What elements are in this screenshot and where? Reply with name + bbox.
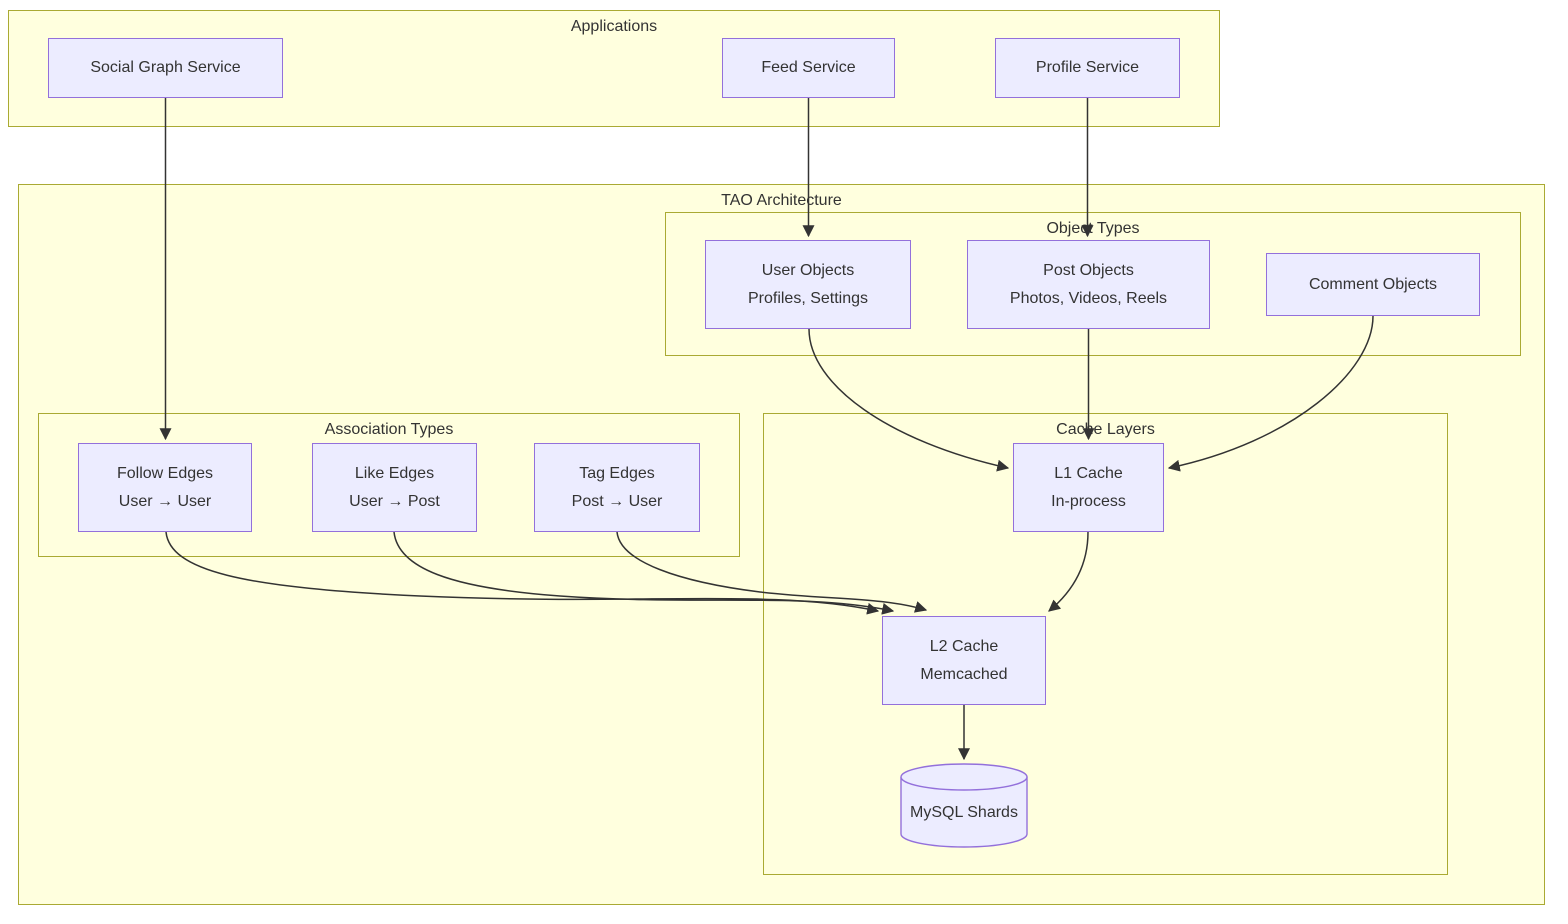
node-comment-objects: Comment Objects bbox=[1266, 253, 1480, 316]
node-tag-edges-sublabel: Post → User bbox=[571, 492, 663, 510]
node-follow-edges: Follow Edges User → User bbox=[78, 443, 252, 532]
node-feed-service-label: Feed Service bbox=[761, 59, 856, 76]
node-comment-objects-label: Comment Objects bbox=[1308, 275, 1438, 293]
node-post-objects: Post Objects Photos, Videos, Reels bbox=[967, 240, 1210, 329]
node-l1-cache-sublabel: In-process bbox=[1051, 492, 1126, 510]
cluster-tao-architecture-label: TAO Architecture bbox=[721, 192, 842, 209]
node-user-objects-label: User Objects bbox=[761, 261, 855, 279]
node-post-objects-label: Post Objects bbox=[1043, 261, 1134, 279]
node-profile-service: Profile Service bbox=[995, 38, 1180, 98]
node-user-objects: User Objects Profiles, Settings bbox=[705, 240, 911, 329]
cluster-applications-label: Applications bbox=[570, 18, 658, 35]
node-l2-cache-sublabel: Memcached bbox=[920, 665, 1008, 683]
node-like-edges: Like Edges User → Post bbox=[312, 443, 477, 532]
node-tag-edges-label: Tag Edges bbox=[579, 464, 655, 482]
node-follow-edges-sublabel: User → User bbox=[118, 492, 212, 510]
node-mysql-shards: MySQL Shards bbox=[900, 763, 1028, 848]
node-social-graph-service: Social Graph Service bbox=[48, 38, 283, 98]
node-like-edges-sublabel: User → Post bbox=[349, 492, 440, 510]
cluster-association-types-label: Association Types bbox=[324, 421, 454, 438]
node-social-graph-service-label: Social Graph Service bbox=[90, 59, 241, 76]
node-mysql-shards-label: MySQL Shards bbox=[910, 803, 1018, 821]
node-tag-edges: Tag Edges Post → User bbox=[534, 443, 700, 532]
cluster-cache-layers-label: Cache Layers bbox=[1056, 421, 1155, 438]
node-l1-cache: L1 Cache In-process bbox=[1013, 443, 1164, 532]
database-cylinder-icon bbox=[900, 763, 1028, 848]
node-l1-cache-label: L1 Cache bbox=[1054, 464, 1123, 482]
node-l2-cache: L2 Cache Memcached bbox=[882, 616, 1046, 705]
node-like-edges-label: Like Edges bbox=[354, 464, 435, 482]
node-profile-service-label: Profile Service bbox=[1035, 59, 1140, 76]
node-post-objects-sublabel: Photos, Videos, Reels bbox=[1009, 289, 1168, 307]
node-l2-cache-label: L2 Cache bbox=[929, 637, 999, 655]
node-user-objects-sublabel: Profiles, Settings bbox=[747, 289, 869, 307]
node-feed-service: Feed Service bbox=[722, 38, 895, 98]
cluster-object-types-label: Object Types bbox=[1046, 220, 1140, 237]
node-follow-edges-label: Follow Edges bbox=[116, 464, 214, 482]
